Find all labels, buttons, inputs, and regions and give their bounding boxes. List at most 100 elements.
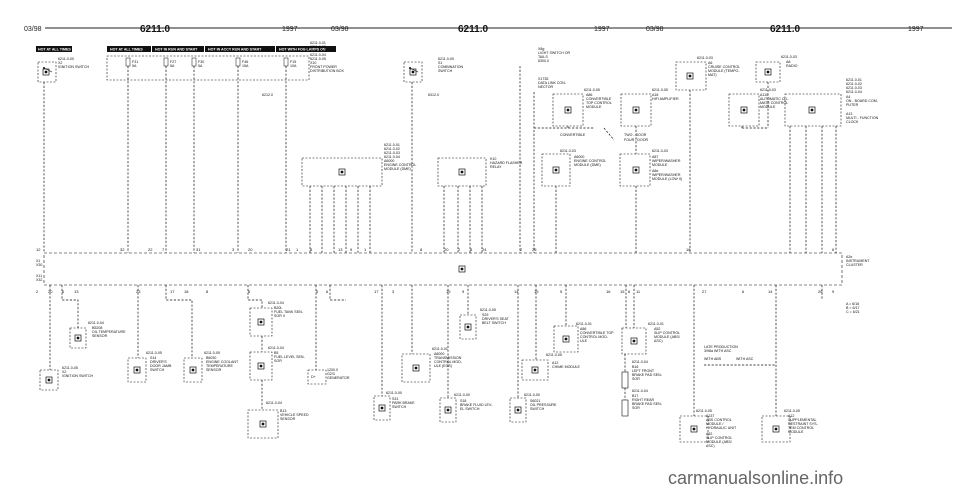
fuel-tank-sensor-label: 6211.0-04 B20L FUEL TANK SEN- SOR II xyxy=(268,301,304,318)
connector-x1: X1 xyxy=(36,259,40,263)
transmission-control-box xyxy=(401,353,431,383)
pin-bottom-1: 20 xyxy=(48,289,53,294)
pin-bottom-11: 17 xyxy=(374,289,379,294)
k10-label: K10 HAZARD FLASHER RELAY xyxy=(490,157,523,169)
wiper-module-icon-dot xyxy=(634,168,638,172)
brake-fluid-switch-label: 6211.0-00 S18 BRAKE FLUID LEV- EL SWITCH xyxy=(454,393,493,411)
pin-top-8: 1 xyxy=(296,247,299,252)
s1-ref: 6312.0 xyxy=(428,93,439,97)
climate-module-icon xyxy=(740,106,748,114)
combination-switch-icon-dot xyxy=(411,70,415,74)
hot-label-4: HOT IN ACCY RUN AND START xyxy=(208,48,262,52)
hazard-relay-icon xyxy=(458,168,466,176)
a110-box xyxy=(728,93,760,127)
srs-control-module-label: 6211.0-05 A12 SUPPLEMENTAL RESTRAINT SYS… xyxy=(784,409,819,434)
dme-module-right-icon-frame xyxy=(552,166,560,174)
header-year-left: 1997 xyxy=(282,26,298,33)
pin-top-0: 12 xyxy=(36,247,41,252)
fuel-level-sensor-box xyxy=(249,351,273,381)
fuel-level-sensor-icon-frame xyxy=(257,362,265,370)
door-jamb-switch-box xyxy=(127,357,147,383)
convertible-module-icon xyxy=(564,106,572,114)
with-asc-note: WITH ASC xyxy=(736,357,754,361)
hot-label-1: HOT AT ALL TIMES xyxy=(38,48,71,52)
onboard-computer-icon xyxy=(808,106,816,114)
fuel-level-sensor-icon-dot xyxy=(259,364,263,368)
transmission-control-label: 6211.0-01 A6000 TRANSMISSION CONTROL MOD… xyxy=(432,347,463,368)
srs-module-icon-frame xyxy=(772,425,780,433)
oil-pressure-switch-icon-frame xyxy=(514,406,522,414)
pin-top-10: 13 xyxy=(338,247,343,252)
fuse-f30-name: F30 xyxy=(198,60,204,64)
pin-top-12: 1 xyxy=(364,247,367,252)
left-front-pad-sensor-label: 6211.0-04 B16 LEFT FRONT BRAKE PAD SEN- … xyxy=(632,360,663,381)
fuel-tank-sensor-icon xyxy=(257,318,265,326)
pin-bottom-5: 17 xyxy=(170,289,175,294)
pin-bottom-2: 6 xyxy=(62,289,65,294)
combination-switch-icon xyxy=(409,68,417,76)
a86-top-label: 6211.0-05 A86 CONVERTIBLE TOP CONTROL MO… xyxy=(584,88,613,109)
pin-bottom-10: 6 xyxy=(326,289,329,294)
slip-control-top-label: 6211.0-01 A52 SLIP CONTROL MODULE (ABS/ … xyxy=(648,322,681,343)
header-date-right: 03/98 xyxy=(646,26,664,33)
seat-belt-switch-icon xyxy=(464,323,472,331)
right-rear-pad-sensor-box xyxy=(621,399,629,417)
pin-top-3: 7 xyxy=(162,247,165,252)
speed-sensor-icon-frame xyxy=(259,420,267,428)
convertible-bottom-icon-dot xyxy=(564,337,568,341)
a4-box xyxy=(784,93,842,127)
slip-control-icon xyxy=(630,337,638,345)
instrument-cluster-icon-dot xyxy=(460,267,464,271)
oil-temp-sensor-label: 6211.0-04 B5208 OIL TEMPERATURE SENSOR xyxy=(88,321,126,338)
pin-bottom-15: 14 xyxy=(514,289,519,294)
header-date-left: 03/98 xyxy=(24,26,42,33)
a6000-left-label: 6211.0-01 6211.0-02 6211.0-03 6211.0-04 … xyxy=(384,143,417,171)
climate-module-icon-dot xyxy=(742,108,746,112)
instrument-cluster-icon xyxy=(458,265,466,273)
light-switch-note: X8g LIGHT SWITCH OR TAILS 6300.0 xyxy=(538,47,571,63)
speed-sensor-icon xyxy=(259,420,267,428)
k10-box xyxy=(437,157,487,187)
hot-label-2: HOT AT ALL TIMES xyxy=(110,48,143,52)
dme-module-icon xyxy=(338,168,346,176)
a4-label: 6211.0-01 6211.0-02 6211.0-03 6211.0-04 … xyxy=(846,78,879,124)
dme-module-icon-frame xyxy=(338,168,346,176)
oil-temp-sensor-icon xyxy=(74,334,82,342)
pin-bottom-13: 19 xyxy=(446,289,451,294)
abs-module-icon-dot xyxy=(692,427,696,431)
seat-belt-switch-box xyxy=(459,314,477,340)
header-date-middle: 03/98 xyxy=(331,26,349,33)
pin-bottom-21: 11 xyxy=(636,289,641,294)
egs-module-icon xyxy=(412,364,420,372)
radio-icon xyxy=(764,68,772,76)
oil-temp-sensor-icon-frame xyxy=(74,334,82,342)
pin-top-9: 8 xyxy=(310,247,313,252)
generator-label: 1200.0 G2/3 GENERATOR xyxy=(327,368,350,380)
two-door-label: TWO - DOOR FOUR - DOOR xyxy=(624,133,649,142)
ignition-switch-icon-dot xyxy=(44,70,48,74)
a6-label: 6211.0-03 A6 CRUISE CONTROL MODULE (TEMP… xyxy=(697,56,741,77)
pin-bottom-25: 26 xyxy=(818,289,823,294)
pin-top-18: 2 xyxy=(520,247,523,252)
door-jamb-switch-label: 6211.0-05 S14 DRIVER'S DOOR JAMB SWITCH xyxy=(146,351,172,372)
climate-module-icon-frame xyxy=(740,106,748,114)
vehicle-speed-sensor-label: 6211.0-04 B13 VEHICLE SPEED SENSOR xyxy=(266,401,310,421)
abs-control-module-label: 6211.0-05 A237 ABS CONTROL MODULE / HYDR… xyxy=(696,409,737,448)
pin-bottom-6: 18 xyxy=(184,289,189,294)
abs-module-icon-frame xyxy=(690,425,698,433)
header-number-middle: 6211.0 xyxy=(458,24,488,35)
a87-box xyxy=(619,153,651,187)
pin-top-6: 20 xyxy=(248,247,253,252)
pin-bottom-16: 19 xyxy=(534,289,539,294)
brake-fluid-switch-box xyxy=(439,397,457,423)
header-number-right: 6211.0 xyxy=(770,24,800,35)
pin-bottom-0: 2 xyxy=(36,289,39,294)
connector-x11: X11 xyxy=(36,274,42,278)
chime-module-icon xyxy=(531,366,539,374)
instrument-cluster-icon-frame xyxy=(458,265,466,273)
pin-bottom-22: 27 xyxy=(702,289,707,294)
pin-bottom-18: 16 xyxy=(606,289,611,294)
chime-module-label: 6211.0-05 A12 CHIME MODULE xyxy=(546,353,581,369)
amplifier-icon xyxy=(632,106,640,114)
